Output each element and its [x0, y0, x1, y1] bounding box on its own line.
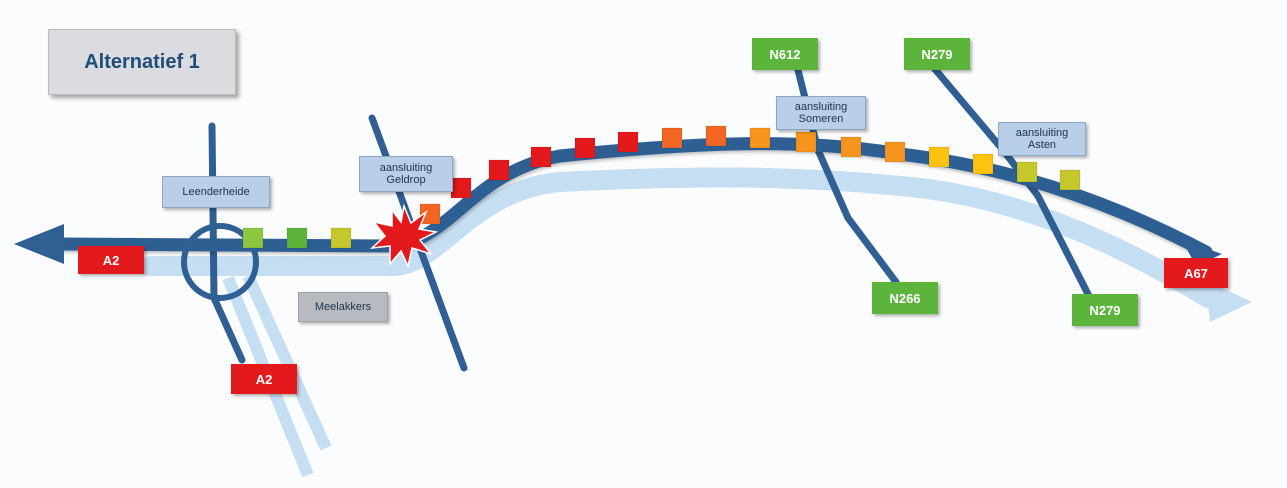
- page-title: Alternatief 1: [48, 29, 236, 95]
- label-leenderheide: Leenderheide: [162, 176, 270, 208]
- congestion-square: [450, 177, 472, 199]
- leenderheide-interchange: [181, 223, 259, 301]
- congestion-square: [705, 125, 727, 147]
- explosion-icon: [369, 203, 439, 269]
- congestion-square: [488, 159, 510, 181]
- congestion-square: [795, 131, 817, 153]
- congestion-square: [574, 137, 596, 159]
- congestion-square: [330, 227, 352, 249]
- shield-n279-north: N279: [904, 38, 970, 70]
- shield-a67-east: A67: [1164, 258, 1228, 288]
- shield-n266: N266: [872, 282, 938, 314]
- congestion-square: [617, 131, 639, 153]
- congestion-square: [661, 127, 683, 149]
- shield-a2-south: A2: [231, 364, 297, 394]
- congestion-square: [972, 153, 994, 175]
- corridor-arrowhead: [1205, 280, 1252, 322]
- congestion-square: [530, 146, 552, 168]
- congestion-square: [242, 227, 264, 249]
- crossing-roads: [208, 64, 1094, 372]
- congestion-square: [884, 141, 906, 163]
- label-aansluiting-someren: aansluiting Someren: [776, 96, 866, 130]
- alternative-corridor: [140, 167, 1252, 322]
- congestion-square: [286, 227, 308, 249]
- shield-n279-south: N279: [1072, 294, 1138, 326]
- congestion-squares: [242, 125, 1081, 249]
- congestion-square: [1059, 169, 1081, 191]
- congestion-square: [419, 203, 441, 225]
- congestion-square: [928, 146, 950, 168]
- label-meelakkers: Meelakkers: [298, 292, 388, 322]
- label-aansluiting-geldrop: aansluiting Geldrop: [359, 156, 453, 192]
- shield-a2-west: A2: [78, 246, 144, 274]
- label-aansluiting-asten: aansluiting Asten: [998, 122, 1086, 156]
- east-arrowhead: [1182, 240, 1222, 266]
- congestion-square: [1016, 161, 1038, 183]
- west-arrowhead: [14, 224, 64, 264]
- shield-n612: N612: [752, 38, 818, 70]
- congestion-square: [840, 136, 862, 158]
- congestion-square: [749, 127, 771, 149]
